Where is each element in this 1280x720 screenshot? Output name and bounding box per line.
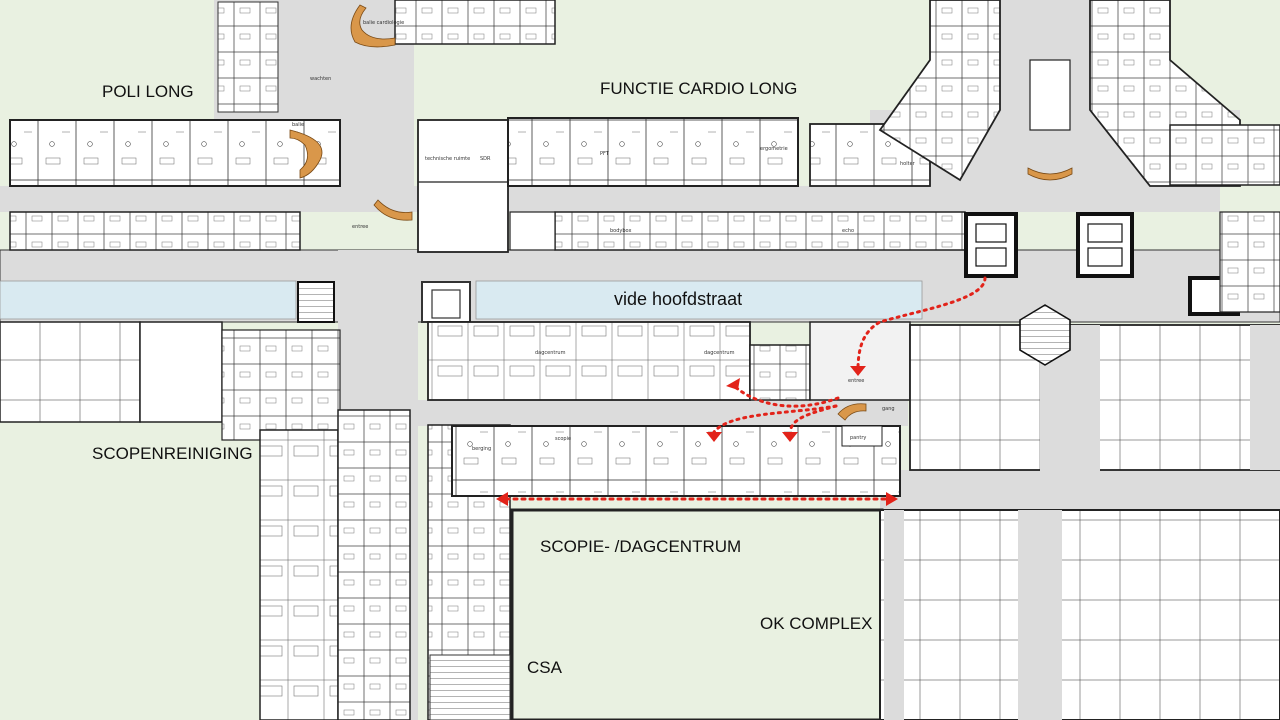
northeast-wing-outline [878,0,1001,182]
shaft-right [1076,212,1134,278]
poli-long-rooms-bottom [9,211,301,251]
vide-hoofdstraat-void [0,280,297,320]
zone-label-scopie-dagcentrum: SCOPIE- /DAGCENTRUM [540,537,742,556]
dimension-arrowhead-right [886,492,898,506]
room-label-echo: echo [842,228,854,234]
room-label-bodybox: bodybox [610,228,631,234]
balie-desk-dagcentrum [837,403,867,421]
room-label-dagcentrum-2: dagcentrum [704,350,735,356]
zone-label-functie-cardio-long: FUNCTIE CARDIO LONG [600,79,798,98]
room-label-sdr: SDR [480,156,491,162]
route-arrow-scopie-1 [712,404,838,434]
zone-label-scopenreiniging: SCOPENREINIGING [92,444,253,463]
ok-complex-block [879,509,1280,720]
scopenreiniging-block [221,329,341,441]
room-label-entree-dagcentrum: entree [848,378,864,384]
balie-desk-poli [289,129,323,179]
upper-corridor [0,186,1220,212]
balie-desk-entree [373,199,413,221]
stairs-center [421,281,471,323]
cardio-wachten [509,211,556,251]
ok-corridor-vertical [1018,510,1062,720]
balie-desk-northeast [1027,167,1073,181]
lower-corridor [418,400,908,426]
room-label-pft: PFT [600,151,610,157]
room-label-gang: gang [882,406,895,412]
poli-long-waiting [217,1,279,113]
zone-label-ok-complex: OK COMPLEX [760,614,873,633]
poli-long-rooms-top [9,119,341,187]
room-label-ergometrie: ergometrie [760,146,788,152]
balie-desk-cardiologie [350,4,396,48]
east-corridor [880,470,1280,510]
dagcentrum-block [427,321,751,401]
dagcentrum-east [749,344,811,401]
rooms-far-right-edge [1219,211,1280,313]
cardio-rooms-top [507,117,799,187]
route-arrowhead-entrance [850,366,866,376]
room-label-wachten: wachten [310,76,331,82]
room-label-pantry: pantry [850,435,866,441]
dimension-arrowhead-left [496,492,508,506]
room-label-dagcentrum-1: dagcentrum [535,350,566,356]
csa-rooms-mid [337,409,411,720]
room-label-balie: balie [292,122,304,128]
route-arrowhead-scopie-2 [782,432,798,442]
vide-hoofdstraat-void-east [475,280,923,320]
route-arrow-dagcentrum [732,384,840,408]
dagcentrum-entree [809,321,911,401]
ok-corridor-left [884,510,904,720]
zone-label-vide-hoofdstraat: vide hoofdstraat [614,289,743,309]
scopie-courtyard [510,508,884,720]
pantry-room [841,425,883,447]
stairs-icon [297,281,335,323]
route-arrow-entrance [856,276,987,372]
room-label-holter: holter [900,161,916,167]
west-rooms-left [0,321,141,423]
west-rooms-center [139,321,223,423]
technical-room-block [417,119,509,253]
room-label-balie-cardiologie: balie cardiologie [363,20,404,26]
room-label-berging: berging [472,446,491,452]
route-arrowhead-dagcentrum [726,378,740,390]
csa-block [259,429,339,720]
room-label-entree: entree [352,224,368,230]
hexagonal-stair-core [1019,304,1071,366]
shaft-left [964,212,1018,278]
scopie-rooms [451,425,901,497]
far-northeast-rooms [1169,124,1280,186]
route-arrowhead-scopie-1 [706,432,722,442]
zone-label-poli-long: POLI LONG [102,82,194,101]
north-corridor-rooms [1029,59,1071,131]
zone-label-csa: CSA [527,658,562,677]
route-arrow-scopie-2 [788,404,838,434]
room-label-scopie: scopie [555,436,571,442]
room-label-technische-ruimte: technische ruimte [425,156,470,162]
cardio-north-rooms [394,0,556,45]
